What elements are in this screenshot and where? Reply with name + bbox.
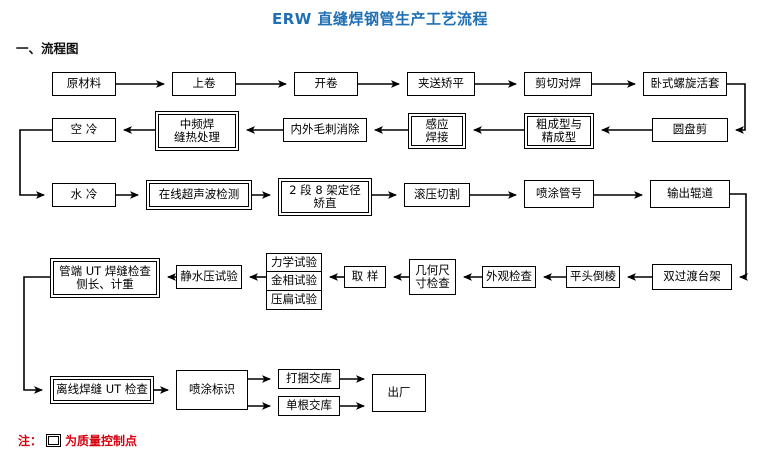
process-node-n05[interactable]: 剪切对焊 [524,72,592,96]
process-node-n30[interactable]: 单根交库 [278,396,340,416]
process-node-n09[interactable]: 感应 焊接 [408,113,466,149]
process-node-n11[interactable]: 中频焊 缝热处理 [155,111,239,151]
process-node-n24[interactable]: 力学试验金相试验压扁试验 [266,253,322,310]
process-node-n07[interactable]: 圆盘剪 [652,118,728,142]
section-heading: 一、流程图 [16,41,79,56]
process-node-n15[interactable]: 2 段 8 架定径 矫直 [278,178,372,216]
process-node-n21[interactable]: 外观检查 [482,266,536,288]
process-node-n16[interactable]: 滚压切割 [404,183,470,207]
process-node-n17[interactable]: 喷涂管号 [524,180,594,208]
process-node-n03[interactable]: 开卷 [294,72,358,96]
process-node-n02[interactable]: 上卷 [172,72,236,96]
process-node-n06[interactable]: 卧式螺旋活套 [643,72,727,96]
process-node-n13[interactable]: 水 冷 [52,183,116,207]
process-node-n29[interactable]: 打捆交库 [278,369,340,389]
process-node-n31[interactable]: 出厂 [372,374,426,412]
process-node-n01[interactable]: 原材料 [52,72,116,96]
page-title: ERW 直缝焊钢管生产工艺流程 [271,10,489,28]
process-node-n18[interactable]: 输出辊道 [650,180,730,208]
process-node-n14[interactable]: 在线超声波检测 [146,180,252,210]
process-node-n28[interactable]: 喷涂标识 [176,370,248,410]
process-node-n04[interactable]: 夹送矫平 [407,72,475,96]
process-node-n26[interactable]: 管端 UT 焊缝检查 侧长、计重 [50,258,160,298]
process-node-n10[interactable]: 内外毛刺消除 [283,118,367,142]
process-node-n23[interactable]: 取 样 [344,266,386,288]
process-node-n22[interactable]: 几何尺 寸检查 [409,259,456,295]
process-node-n24-cell-1: 金相试验 [267,272,321,291]
note-text-label: 为质量控制点 [65,434,138,448]
process-node-n27[interactable]: 离线焊缝 UT 检查 [50,376,154,404]
process-node-n12[interactable]: 空 冷 [52,118,116,142]
process-node-n20[interactable]: 平头倒棱 [566,266,620,288]
process-node-n25[interactable]: 静水压试验 [176,265,242,289]
qc-square-icon [46,434,62,447]
process-node-n24-cell-2: 压扁试验 [271,292,317,307]
note-prefix-label: 注： [18,434,43,448]
process-node-n19[interactable]: 双过渡台架 [652,264,732,290]
process-node-n08[interactable]: 粗成型与 精成型 [524,113,594,149]
legend-note: 注： 为质量控制点 [18,432,137,449]
process-node-n24-cell-0: 力学试验 [267,254,321,273]
